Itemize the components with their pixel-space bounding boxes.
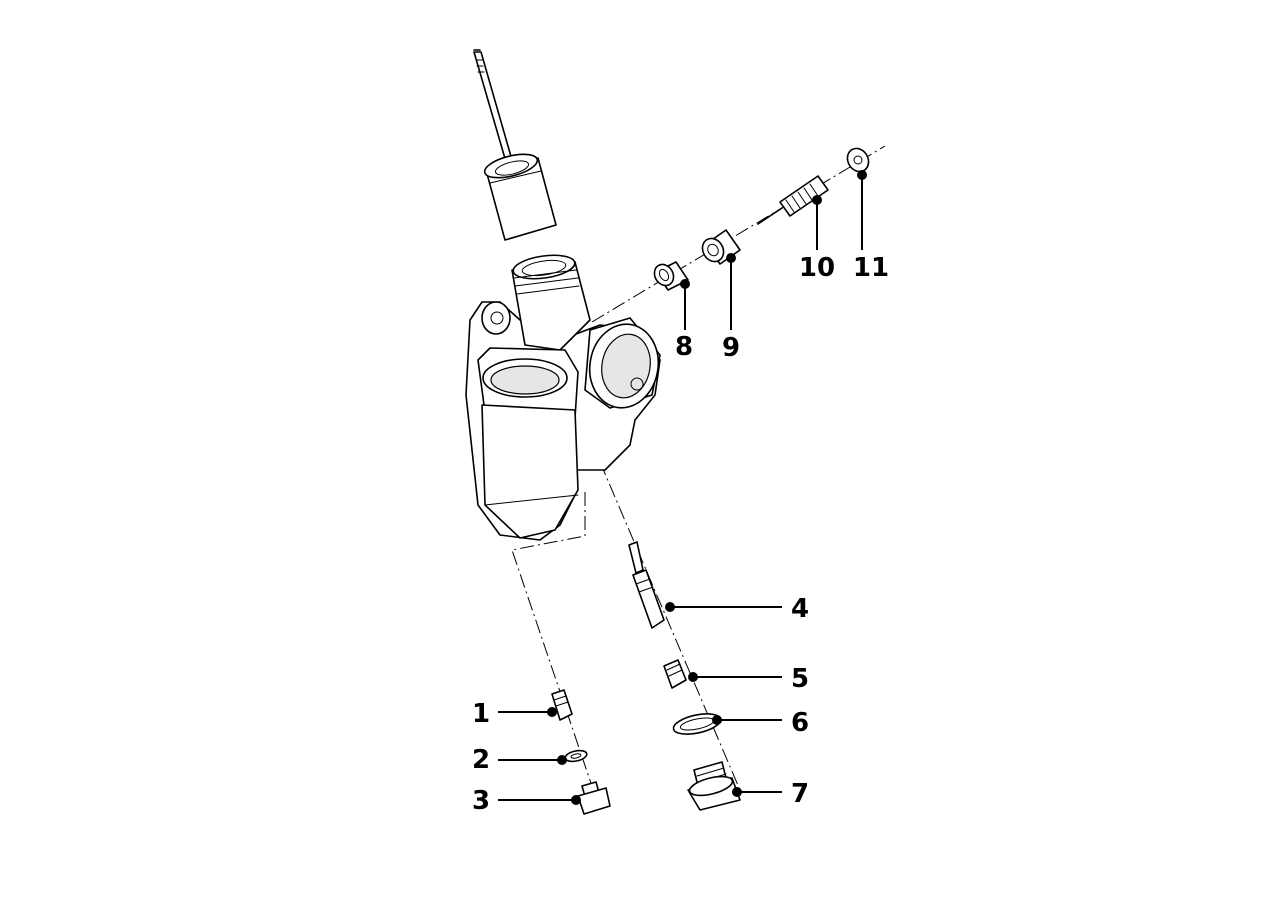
callout-8[interactable]: 8 [675, 332, 693, 362]
throttle-slide-with-needle [473, 49, 557, 241]
part-2-washer [564, 749, 588, 763]
part-7-plug-screw [687, 761, 741, 811]
part-11-nut [846, 147, 870, 173]
callout-leaders [498, 170, 867, 805]
callout-labels: 1 2 3 4 5 6 7 8 9 10 11 [472, 253, 889, 816]
callout-4[interactable]: 4 [791, 594, 809, 624]
callout-5[interactable]: 5 [791, 664, 809, 694]
callout-11[interactable]: 11 [853, 253, 889, 283]
callout-3[interactable]: 3 [472, 786, 490, 816]
callout-7[interactable]: 7 [791, 779, 809, 809]
callout-9[interactable]: 9 [722, 333, 740, 363]
carburettor-housing [465, 254, 661, 541]
assembly-axes [511, 145, 886, 796]
callout-1[interactable]: 1 [472, 699, 490, 729]
part-3-drain-screw [577, 781, 611, 815]
part-1-jet [551, 689, 573, 721]
part-5-main-jet [663, 659, 687, 689]
part-4-main-jet-needle-jet [628, 541, 665, 629]
callout-2[interactable]: 2 [472, 745, 490, 775]
callout-6[interactable]: 6 [791, 708, 809, 738]
callout-10[interactable]: 10 [799, 253, 835, 283]
part-10-idle-screw [757, 175, 829, 225]
part-8-bushing [653, 261, 689, 291]
